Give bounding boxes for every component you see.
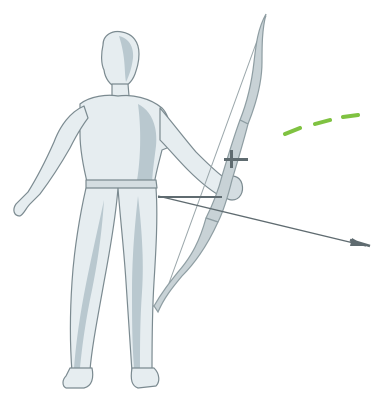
archer-figure xyxy=(14,32,243,388)
recurve-bow xyxy=(154,14,266,312)
bow-upper-limb xyxy=(240,14,266,124)
bow-sight xyxy=(224,158,248,161)
archer-left-shoe xyxy=(63,368,93,388)
archer-torso xyxy=(80,95,172,186)
aim-line xyxy=(285,115,358,134)
bow-lower-limb xyxy=(154,218,218,312)
archer-right-shoe xyxy=(131,368,159,388)
bow-string xyxy=(160,16,266,308)
archer-rear-arm xyxy=(14,106,88,216)
arrow xyxy=(158,196,370,246)
